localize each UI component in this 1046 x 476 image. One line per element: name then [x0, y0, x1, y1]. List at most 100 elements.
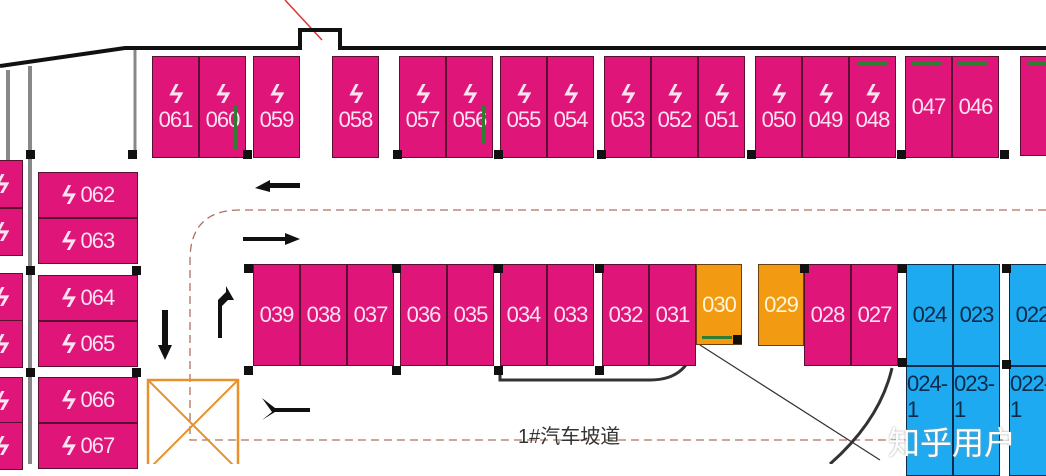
charger-marker: [958, 62, 988, 65]
pillar: [733, 335, 742, 344]
pillar: [898, 264, 907, 273]
lightning-bolt-icon: ϟ: [61, 385, 76, 415]
parking-spot[interactable]: 036: [400, 264, 447, 366]
red-guide-line: [284, 0, 323, 41]
parking-spot[interactable]: 023-1: [953, 366, 1000, 476]
lightning-bolt-icon: ϟ: [61, 180, 76, 210]
pillar: [26, 368, 35, 377]
spot-number: 030: [702, 291, 737, 317]
lightning-bolt-icon: ϟ: [0, 331, 9, 357]
parking-spot[interactable]: 029: [758, 264, 804, 346]
spot-number: 063: [80, 228, 116, 253]
parking-spot[interactable]: ϟ: [0, 273, 23, 321]
parking-spot[interactable]: 024-1: [906, 366, 953, 476]
parking-spot[interactable]: 024: [906, 264, 953, 366]
driving-lane-dashed: [189, 209, 1046, 441]
spot-number: 034: [506, 302, 542, 327]
parking-spot[interactable]: 032: [602, 264, 649, 366]
pillar: [494, 366, 503, 375]
spot-number: 037: [353, 302, 389, 327]
parking-spot[interactable]: ϟ: [0, 320, 23, 368]
parking-spot[interactable]: 033: [547, 264, 594, 366]
spot-number: 058: [338, 107, 374, 132]
lightning-bolt-icon: ϟ: [169, 79, 183, 109]
parking-spot[interactable]: ϟ: [0, 377, 23, 425]
pillar: [494, 150, 503, 159]
charger-marker: [702, 336, 732, 339]
charger-marker: [857, 62, 887, 65]
parking-spot[interactable]: 023: [953, 264, 1000, 366]
spot-number: 027: [857, 302, 893, 327]
spot-number: 064: [80, 285, 116, 310]
spot-number: 022: [1015, 302, 1046, 327]
parking-spot[interactable]: 039: [253, 264, 300, 366]
pillar: [392, 366, 401, 375]
parking-spot[interactable]: 030: [696, 264, 742, 345]
direction-arrows: [158, 180, 310, 420]
spot-number: 032: [608, 302, 644, 327]
parking-spot[interactable]: 046: [952, 56, 999, 158]
charger-marker: [234, 106, 237, 150]
lightning-bolt-icon: ϟ: [349, 79, 363, 109]
pillar: [243, 150, 252, 159]
parking-spot[interactable]: ϟ: [0, 208, 23, 256]
lightning-bolt-icon: ϟ: [61, 431, 76, 461]
spot-number: 062: [80, 182, 116, 207]
spot-number: 029: [764, 292, 799, 317]
pillar: [800, 264, 809, 273]
pillar: [26, 150, 35, 159]
pillar: [132, 266, 141, 275]
parking-spot[interactable]: 031: [649, 264, 696, 366]
spot-number: 048: [855, 107, 891, 132]
pillar: [1002, 264, 1011, 273]
pillar: [128, 150, 137, 159]
ramp-label: 1#汽车坡道: [518, 426, 621, 448]
spot-number: 067: [80, 433, 116, 458]
spot-number: 046: [958, 94, 994, 119]
parking-spot[interactable]: 034: [500, 264, 547, 366]
parking-spot[interactable]: 037: [347, 264, 394, 366]
pillar: [26, 266, 35, 275]
spot-number: 066: [80, 387, 116, 412]
parking-spot[interactable]: 022: [1009, 264, 1046, 366]
parking-spot[interactable]: ϟ: [0, 422, 23, 470]
parking-spot[interactable]: 035: [447, 264, 494, 366]
parking-spot[interactable]: ϟ: [0, 160, 23, 208]
spot-number: 023-1: [954, 371, 995, 422]
parking-spot[interactable]: 038: [300, 264, 347, 366]
ramp-line: [699, 344, 881, 461]
parking-spot[interactable]: 028: [804, 264, 851, 366]
parking-spot[interactable]: 022-1: [1009, 366, 1046, 476]
parking-spot[interactable]: 027: [851, 264, 898, 366]
spot-number: 039: [259, 302, 295, 327]
spot-number: 031: [655, 302, 691, 327]
parking-spot[interactable]: [1020, 56, 1046, 156]
spot-number: 028: [810, 302, 846, 327]
pillar: [1000, 150, 1009, 159]
lightning-bolt-icon: ϟ: [621, 79, 635, 109]
parking-spot[interactable]: 047: [905, 56, 952, 158]
pillar: [244, 264, 253, 273]
arrow-left-icon: [255, 180, 300, 192]
lightning-bolt-icon: ϟ: [61, 283, 76, 313]
